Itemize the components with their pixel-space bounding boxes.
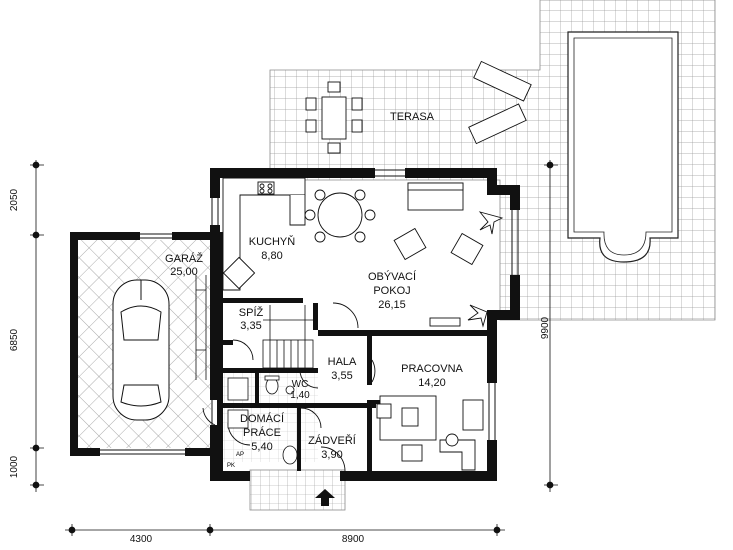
room-label-prace: PRÁCE	[243, 426, 281, 439]
dim-right-9900: 9900	[540, 316, 551, 339]
room-label-hala: HALA	[328, 356, 357, 368]
room-area-garaz: 25,00	[170, 266, 198, 278]
room-label-terasa: TERASA	[390, 111, 435, 123]
garage-ladder	[195, 275, 207, 380]
room-label-zadveri: ZÁDVEŘÍ	[308, 434, 357, 447]
kitchen-counter	[222, 177, 306, 291]
room-area-kuchyn: 8,80	[261, 250, 282, 262]
dining-table	[304, 189, 376, 243]
tag-pk: PK	[227, 463, 235, 469]
tag-ap: AP	[236, 452, 244, 458]
room-label-spiz: SPÍŽ	[239, 306, 264, 319]
terrace-furniture	[305, 60, 532, 154]
room-label-wc: WC	[292, 379, 309, 390]
room-area-obyvaci: 26,15	[378, 299, 406, 311]
room-area-pracovna: 14,20	[418, 377, 446, 389]
dim-left-2050: 2050	[9, 188, 20, 211]
room-area-hala: 3,55	[331, 370, 352, 382]
dim-bottom-4300: 4300	[130, 534, 153, 545]
room-label-garaz: GARÁŽ	[165, 252, 203, 265]
room-label-obyvaci: OBÝVACÍ	[368, 270, 417, 283]
room-label-domaci: DOMÁCÍ	[240, 412, 285, 425]
living-furniture	[393, 182, 504, 328]
room-area-domaci: 5,40	[251, 441, 272, 453]
dim-bottom-8900: 8900	[342, 534, 365, 545]
pool	[567, 31, 679, 263]
room-label-kuchyn: KUCHYŇ	[249, 235, 296, 248]
entrance-arrow-icon	[315, 489, 335, 506]
staircase	[262, 305, 314, 369]
dim-left-6850: 6850	[9, 328, 20, 351]
dimension-lines	[30, 160, 558, 536]
room-area-spiz: 3,35	[240, 320, 261, 332]
car-icon	[112, 279, 170, 421]
dim-left-1000: 1000	[9, 455, 20, 478]
entrance-steps	[249, 469, 346, 511]
office-furniture	[376, 395, 484, 471]
room-area-zadveri: 3,90	[321, 449, 342, 461]
sanitary-fixtures	[227, 375, 298, 465]
room-label-pokoj: POKOJ	[373, 285, 410, 297]
room-label-pracovna: PRACOVNA	[401, 363, 463, 375]
exterior-walls	[70, 168, 520, 481]
interior-walls	[217, 232, 487, 472]
room-area-wc: 1,40	[290, 390, 310, 401]
